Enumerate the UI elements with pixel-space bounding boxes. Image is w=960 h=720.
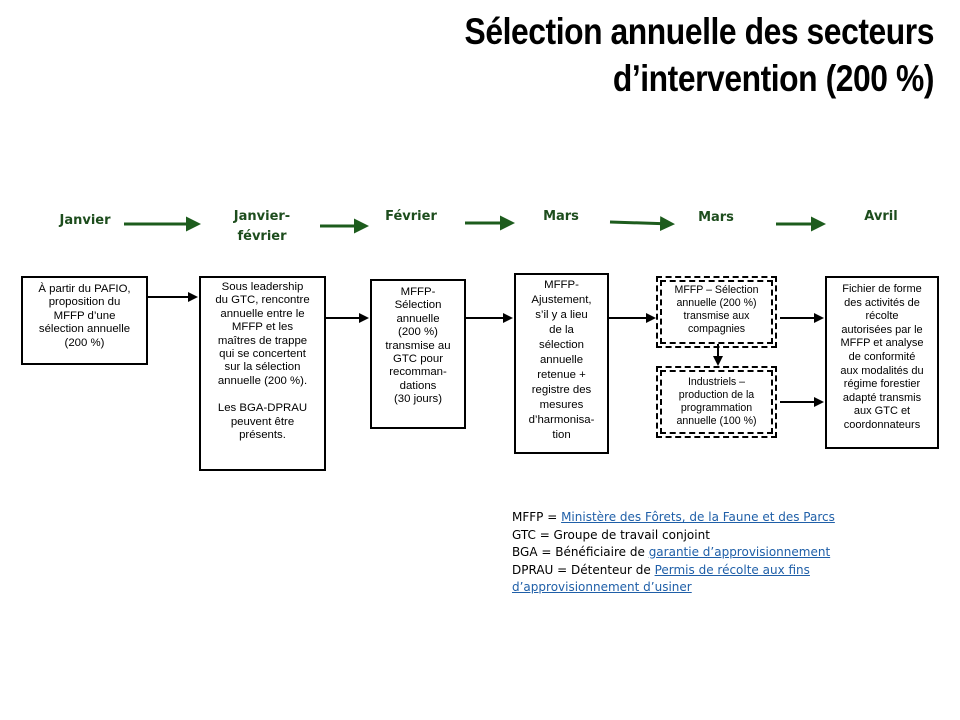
text-line: annuelle bbox=[396, 312, 440, 325]
month-janvier-fevrier-line2: février bbox=[237, 229, 287, 244]
text-line: transmise aux bbox=[683, 310, 750, 322]
text-line: sur la sélection bbox=[224, 361, 301, 374]
month-arrow-4 bbox=[609, 216, 675, 232]
text-line: sélection annuelle bbox=[38, 323, 131, 336]
text-line: aux GTC et bbox=[853, 405, 911, 418]
month-mars-2: Mars bbox=[698, 210, 734, 225]
legend-term: DPRAU = Détenteur de bbox=[512, 562, 655, 577]
text-line: récolte bbox=[865, 310, 899, 323]
text-line: de conformité bbox=[848, 350, 916, 363]
step-box-ajustement-text: MFFP- Ajustement, s’il y a lieu de la sé… bbox=[520, 278, 603, 443]
text-line: coordonnateurs bbox=[843, 418, 921, 431]
text-line: Les BGA-DPRAU bbox=[217, 402, 308, 415]
text-line: GTC pour bbox=[392, 353, 443, 366]
title-line-2: d’intervention (200 %) bbox=[612, 58, 935, 99]
text-line: aux modalités du bbox=[840, 364, 924, 377]
text-line: transmise au bbox=[385, 339, 451, 352]
text-line: compagnies bbox=[687, 323, 746, 335]
legend-gtc: GTC = Groupe de travail conjoint bbox=[512, 527, 842, 545]
step-box-fichier-forme: Fichier de forme des activités de récolt… bbox=[825, 276, 939, 449]
text-line: annuelle (100 %) bbox=[676, 415, 757, 427]
text-line: programmation bbox=[680, 402, 753, 414]
text-line: du GTC, rencontre bbox=[215, 294, 310, 307]
step-box-industriels-text: Industriels – production de la programma… bbox=[666, 376, 767, 428]
text-line: présents. bbox=[239, 429, 286, 442]
text-line: mesures bbox=[539, 399, 584, 411]
text-line: adapté transmis bbox=[842, 391, 922, 404]
text-line: des activités de bbox=[844, 296, 920, 309]
text-line: registre des bbox=[531, 384, 592, 396]
text-line: MFFP et analyse bbox=[840, 337, 924, 350]
step-box-ajustement: MFFP- Ajustement, s’il y a lieu de la sé… bbox=[514, 273, 609, 454]
step-box-transmise-gtc-text: MFFP- Sélection annuelle (200 %) transmi… bbox=[376, 286, 460, 407]
legend-term: GTC = Groupe de travail conjoint bbox=[512, 527, 710, 542]
text-line: Ajustement, bbox=[531, 294, 592, 306]
step-box-transmise-compagnies-text: MFFP – Sélection annuelle (200 %) transm… bbox=[666, 284, 767, 336]
text-line: retenue + bbox=[537, 369, 586, 381]
text-line: annuelle (200 %). bbox=[217, 374, 308, 387]
text-line: MFFP- bbox=[400, 286, 436, 298]
page-title: Sélection annuelle des secteurs d’interv… bbox=[332, 8, 935, 102]
legend-dprau: DPRAU = Détenteur de Permis de récolte a… bbox=[512, 562, 842, 580]
legend-link-mffp[interactable]: Ministère des Fôrets, de la Faune et des… bbox=[561, 510, 835, 524]
text-line: MFFP – Sélection bbox=[674, 284, 759, 296]
text-line: MFFP d’une bbox=[53, 309, 116, 322]
month-janvier-fevrier: Janvier- février bbox=[222, 207, 302, 247]
step-box-fichier-forme-text: Fichier de forme des activités de récolt… bbox=[831, 283, 933, 433]
text-line: autorisées par le bbox=[841, 323, 923, 336]
step-box-industriels: Industriels – production de la programma… bbox=[656, 366, 777, 438]
step-box-transmise-compagnies: MFFP – Sélection annuelle (200 %) transm… bbox=[656, 276, 777, 348]
text-line: Fichier de forme bbox=[842, 283, 922, 295]
text-line: tion bbox=[552, 429, 571, 441]
legend-term: MFFP = bbox=[512, 510, 562, 524]
text-line: dations bbox=[399, 379, 437, 392]
legend: MFFP = Ministère des Fôrets, de la Faune… bbox=[512, 509, 842, 597]
legend-link-bga[interactable]: garantie d’approvisionnement bbox=[648, 545, 831, 559]
text-line: peuvent être bbox=[230, 415, 295, 428]
text-line: Sous leadership bbox=[221, 281, 304, 293]
text-line: production de la bbox=[678, 389, 755, 401]
text-line: proposition du bbox=[48, 296, 121, 309]
text-line: (200 %) bbox=[398, 326, 438, 339]
text-line: À partir du PAFIO, bbox=[38, 283, 131, 295]
step-box-transmise-gtc: MFFP- Sélection annuelle (200 %) transmi… bbox=[370, 279, 466, 429]
text-line: (30 jours) bbox=[393, 393, 443, 406]
month-mars-1: Mars bbox=[543, 209, 579, 224]
text-line: sélection bbox=[539, 339, 584, 351]
text-line: annuelle bbox=[539, 354, 584, 366]
text-line: maîtres de trappe bbox=[217, 334, 308, 347]
month-fevrier: Février bbox=[385, 209, 437, 224]
text-line: Industriels – bbox=[687, 376, 746, 388]
text-line: recomman- bbox=[389, 366, 447, 379]
step-box-rencontre: Sous leadership du GTC, rencontre annuel… bbox=[199, 276, 326, 471]
text-line: qui se concertent bbox=[219, 348, 306, 361]
text-line: de la bbox=[549, 324, 574, 336]
text-line: (200 %) bbox=[64, 336, 105, 349]
legend-link-dprau-cont[interactable]: d’approvisionnement d’usiner bbox=[512, 580, 692, 594]
legend-mffp: MFFP = Ministère des Fôrets, de la Faune… bbox=[512, 509, 842, 527]
text-line: MFFP et les bbox=[231, 321, 294, 334]
legend-link-dprau[interactable]: Permis de récolte aux fins bbox=[654, 562, 810, 577]
step-box-proposition: À partir du PAFIO, proposition du MFFP d… bbox=[21, 276, 148, 365]
title-line-1: Sélection annuelle des secteurs bbox=[464, 11, 935, 52]
text-line: régime forestier bbox=[843, 378, 921, 391]
text-line: s’il y a lieu bbox=[535, 309, 588, 321]
month-janvier: Janvier bbox=[59, 213, 111, 228]
legend-dprau-cont: d’approvisionnement d’usiner bbox=[512, 579, 842, 597]
text-line: MFFP- bbox=[544, 279, 579, 291]
step-box-rencontre-text: Sous leadership du GTC, rencontre annuel… bbox=[205, 281, 320, 388]
text-line: annuelle entre le bbox=[220, 307, 305, 320]
text-line: Sélection bbox=[394, 299, 442, 312]
step-box-proposition-text: À partir du PAFIO, proposition du MFFP d… bbox=[27, 283, 142, 350]
month-janvier-fevrier-line1: Janvier- bbox=[233, 209, 291, 224]
text-line: annuelle (200 %) bbox=[676, 297, 757, 309]
month-avril: Avril bbox=[864, 209, 898, 224]
legend-bga: BGA = Bénéficiaire de garantie d’approvi… bbox=[512, 544, 842, 562]
text-line: d’harmonisa- bbox=[528, 414, 595, 426]
legend-term: BGA = Bénéficiaire de bbox=[512, 545, 649, 559]
step-box-rencontre-note: Les BGA-DPRAU peuvent être présents. bbox=[205, 402, 320, 442]
